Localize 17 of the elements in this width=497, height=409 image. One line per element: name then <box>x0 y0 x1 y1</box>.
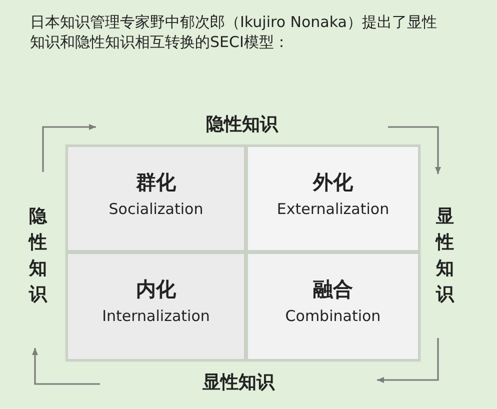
title-text: 日本知识管理专家野中郁次郎（Ikujiro Nonaka）提出了显性知识和隐性知识相互转换的SECI模型： <box>30 12 438 52</box>
quadrant-cell <box>66 145 246 252</box>
quadrant-title: 融合 <box>313 276 353 303</box>
quadrant-title: 外化 <box>313 169 353 196</box>
axis-label: 显性知识 <box>202 371 276 394</box>
axis-label: 隐性知识 <box>28 205 48 307</box>
quadrant-title: 群化 <box>136 169 176 196</box>
axis-label: 显性知识 <box>435 205 455 307</box>
quadrant-cell <box>246 145 420 252</box>
quadrant-cell <box>66 252 246 361</box>
axis-label: 隐性知识 <box>205 113 280 136</box>
quadrant-subtitle: Socialization <box>108 200 204 218</box>
quadrant-title: 内化 <box>136 276 176 303</box>
quadrant-subtitle: Internalization <box>102 307 210 325</box>
quadrant-subtitle: Externalization <box>276 200 390 218</box>
quadrant-cell <box>246 252 420 361</box>
quadrant-subtitle: Combination <box>285 307 381 325</box>
